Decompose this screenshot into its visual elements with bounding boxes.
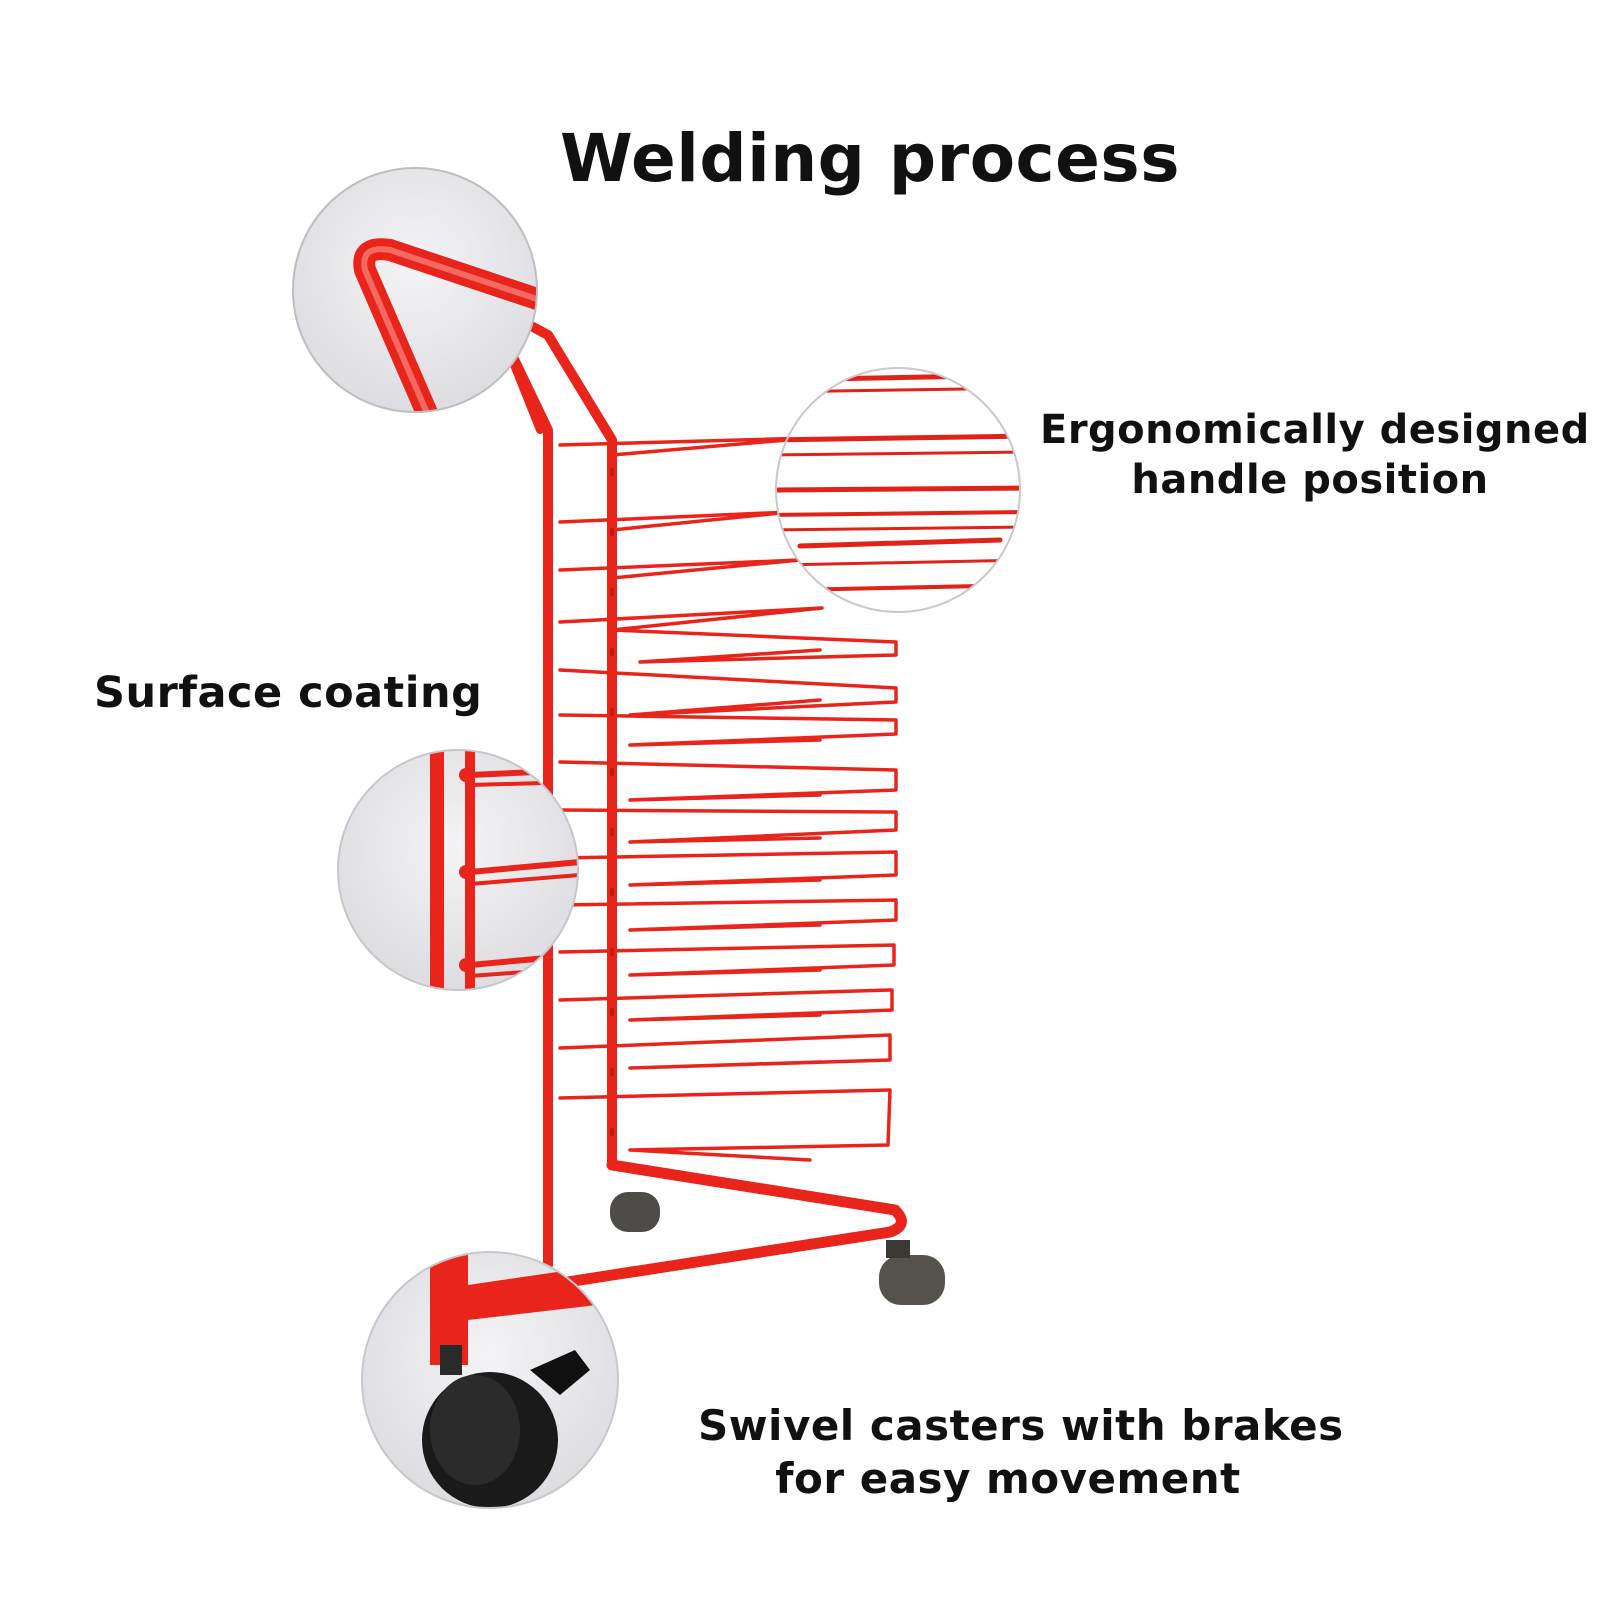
caster-front: [879, 1240, 945, 1305]
page-title: Welding process: [560, 120, 1180, 197]
detail-handle-bend-icon: [292, 167, 538, 413]
callout-handle-line2: handle position: [1131, 457, 1489, 503]
caster-rear: [610, 1192, 660, 1232]
callout-casters-line2: for easy movement: [775, 1453, 1241, 1503]
cart-frame: [495, 315, 907, 1291]
callout-handle-position: Ergonomically designed handle position: [1040, 405, 1590, 505]
callout-surface-coating: Surface coating: [94, 668, 483, 718]
callout-casters-line1: Swivel casters with brakes: [698, 1401, 1344, 1450]
callout-swivel-casters: Swivel casters with brakes for easy move…: [698, 1400, 1344, 1505]
callout-handle-line1: Ergonomically designed: [1040, 407, 1590, 453]
detail-caster-brake-icon: [361, 1251, 619, 1509]
detail-shelf-wires-icon: [775, 367, 1021, 613]
